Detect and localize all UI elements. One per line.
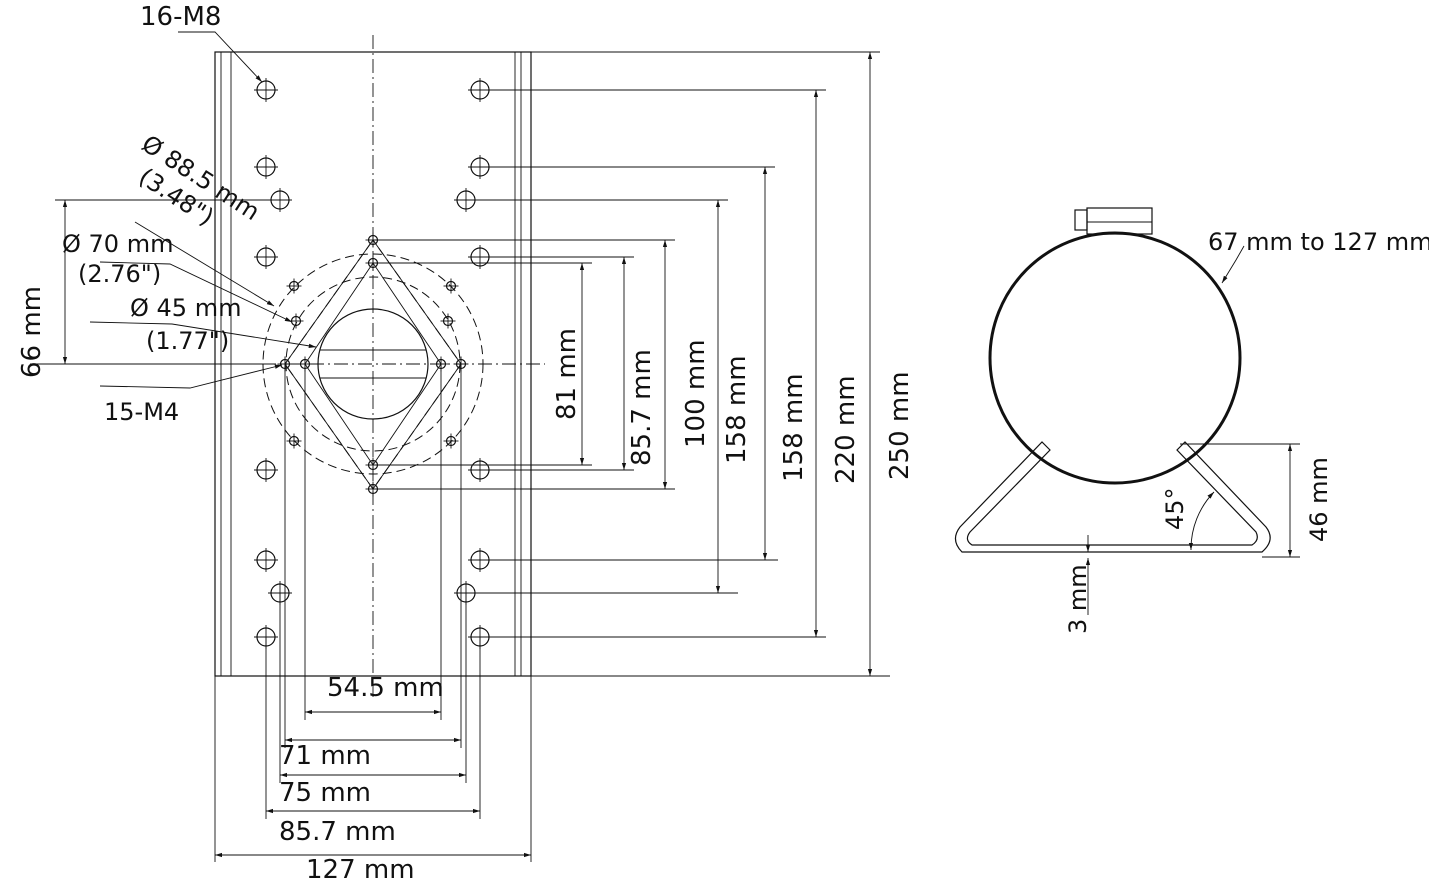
pole-clamp-view [954,207,1300,615]
m8-hole [254,78,278,102]
dim-54-5: 54.5 mm [327,673,444,703]
dim-85-7-v: 85.7 mm [627,349,657,466]
m8-hole [254,458,278,482]
label-dia-45-in: (1.77") [146,327,229,355]
dim-158-b: 158 mm [779,373,809,482]
leaders [89,31,317,389]
label-pole-range: 67 mm to 127 mm [1208,228,1429,256]
dim-3: 3 mm [1064,564,1092,634]
label-m4-holes: 15-M4 [104,398,179,426]
vertical-dimensions [30,51,890,677]
m8-hole [254,155,278,179]
dim-81: 81 mm [552,328,582,420]
dim-127: 127 mm [306,855,415,885]
m4-hole [286,278,302,294]
m8-hole [254,245,278,269]
label-angle: 45° [1161,487,1189,530]
dim-158-a: 158 mm [722,355,752,464]
dim-85-7-h: 85.7 mm [279,817,396,847]
dim-100: 100 mm [681,339,711,448]
dim-71: 71 mm [279,741,371,771]
dim-220: 220 mm [831,375,861,484]
m8-hole [254,548,278,572]
label-m8-holes: 16-M8 [140,2,221,32]
dim-66: 66 mm [17,286,47,378]
label-dia-70-in: (2.76") [78,260,161,288]
label-dia-70: Ø 70 mm [62,230,173,258]
mounting-plate [214,35,545,700]
label-dia-45: Ø 45 mm [130,294,241,322]
dim-46: 46 mm [1305,457,1333,542]
dim-75: 75 mm [279,778,371,808]
horizontal-dimensions [214,364,532,862]
dim-250: 250 mm [885,371,915,480]
m4-hole [440,313,456,329]
